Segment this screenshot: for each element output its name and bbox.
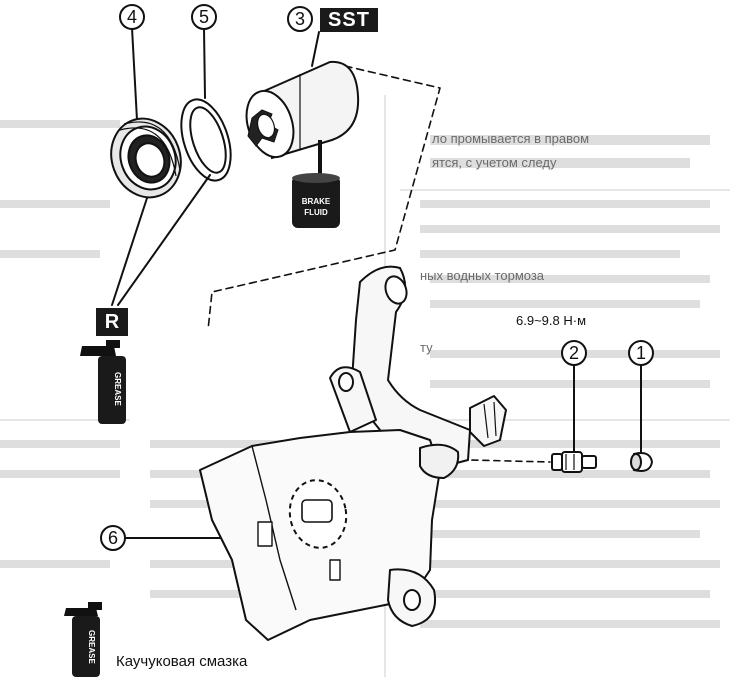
bleeder-screw [551,451,597,473]
brake-fluid-label-line1: BRAKE [302,197,331,206]
grease-tube-icon-upper: GREASE [80,340,126,424]
bleeder-cap [630,452,654,472]
callout-5: 5 [191,4,217,30]
torque-spec: 6.9~9.8 Н·м [516,313,587,328]
dust-boot-seal [110,117,182,199]
callout-6: 6 [100,525,126,551]
assembly-dashed-line [207,65,441,331]
background-text-line: ных водных тормоза [420,268,545,283]
leader-line-5 [203,27,206,99]
grease-tube-icon-lower: GREASE [64,602,102,677]
r-tag: R [96,308,128,336]
sst-tag: SST [320,8,378,32]
background-text-line: ту [420,340,433,355]
callout-2: 2 [561,340,587,366]
grease-label-lower: GREASE [87,630,96,664]
brake-fluid-can-icon: BRAKE FLUID [292,140,340,228]
callout-3: 3 [287,6,313,32]
grease-label-upper: GREASE [113,372,122,406]
leader-line-3 [311,31,320,67]
caliper-body [199,265,507,641]
background-text-line: ло промывается в правом [432,131,590,146]
piston [245,60,360,160]
background-text-line: ятся, с учетом следу [432,155,557,170]
leader-line-r-seal [111,194,149,306]
callout-4: 4 [119,4,145,30]
leader-line-4 [131,27,138,121]
rubber-grease-caption: Каучуковая смазка [116,653,248,670]
leader-line-r-ring [117,174,211,306]
brake-fluid-label-line2: FLUID [304,208,328,217]
piston-seal-ring [180,98,232,182]
callout-1: 1 [628,340,654,366]
